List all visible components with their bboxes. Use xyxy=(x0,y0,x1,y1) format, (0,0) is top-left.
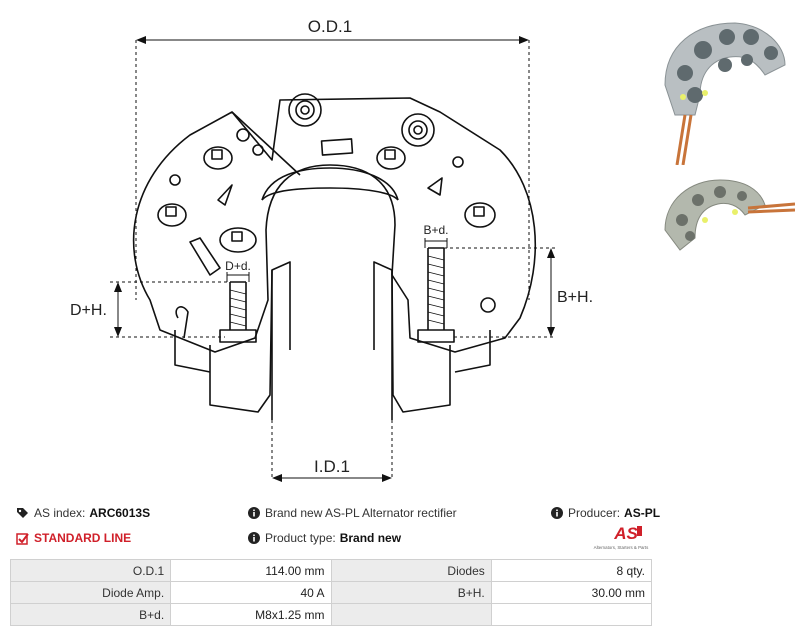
table-row: O.D.1 114.00 mm Diodes 8 qty. xyxy=(9,559,653,582)
rectifier-technical-drawing: O.D.1 I.D.1 D+H. B+H. D+d. B+d. xyxy=(70,17,593,482)
spec-key: Diode Amp. xyxy=(9,581,172,604)
table-row: Diode Amp. 40 A B+H. 30.00 mm xyxy=(9,581,653,604)
info-icon xyxy=(248,532,260,544)
as-logo: AS Alternators, Starters & Parts xyxy=(594,524,649,550)
as-index-value: ARC6013S xyxy=(89,506,151,520)
description-text: Brand new AS-PL Alternator rectifier xyxy=(265,506,457,520)
standard-line-label: STANDARD LINE xyxy=(34,531,132,545)
description-row: Brand new AS-PL Alternator rectifier xyxy=(248,506,457,520)
product-info: AS index: ARC6013S Brand new AS-PL Alter… xyxy=(0,500,800,560)
tag-icon xyxy=(17,507,28,518)
spec-value xyxy=(490,603,653,626)
checkbox-checked-icon xyxy=(16,532,29,545)
logo-subtext: Alternators, Starters & Parts xyxy=(594,545,649,550)
dd-label: D+d. xyxy=(225,259,251,273)
table-row: B+d. M8x1.25 mm xyxy=(9,603,653,626)
spec-key: B+H. xyxy=(330,581,492,604)
spec-key xyxy=(330,603,492,626)
producer-value: AS-PL xyxy=(624,506,661,520)
product-type-row: Product type: Brand new xyxy=(248,531,401,545)
as-index-row: AS index: ARC6013S xyxy=(16,506,150,520)
product-photo-top xyxy=(664,22,786,165)
spec-key: Diodes xyxy=(330,559,492,582)
bh-label: B+H. xyxy=(557,289,593,306)
bd-label: B+d. xyxy=(423,223,448,237)
spec-value: 30.00 mm xyxy=(490,581,653,604)
product-type-label: Product type: xyxy=(265,531,336,545)
od-label: O.D.1 xyxy=(308,17,352,36)
spec-value: 114.00 mm xyxy=(170,559,332,582)
dh-label: D+H. xyxy=(70,302,107,319)
logo-text: AS xyxy=(613,524,638,543)
standard-line-row: STANDARD LINE xyxy=(16,531,131,545)
info-icon xyxy=(248,507,260,519)
spec-key: B+d. xyxy=(9,603,172,626)
info-icon xyxy=(551,507,563,519)
spec-value: 8 qty. xyxy=(490,559,653,582)
producer-label: Producer: xyxy=(568,506,621,520)
spec-key: O.D.1 xyxy=(9,559,172,582)
spec-value: M8x1.25 mm xyxy=(170,603,332,626)
spec-table: O.D.1 114.00 mm Diodes 8 qty. Diode Amp.… xyxy=(9,559,653,626)
product-type-value: Brand new xyxy=(339,531,402,545)
id-label: I.D.1 xyxy=(314,457,350,476)
spec-value: 40 A xyxy=(170,581,332,604)
as-index-label: AS index: xyxy=(34,506,86,520)
producer-row: Producer: AS-PL xyxy=(551,506,660,520)
product-photo-bottom xyxy=(664,179,795,251)
